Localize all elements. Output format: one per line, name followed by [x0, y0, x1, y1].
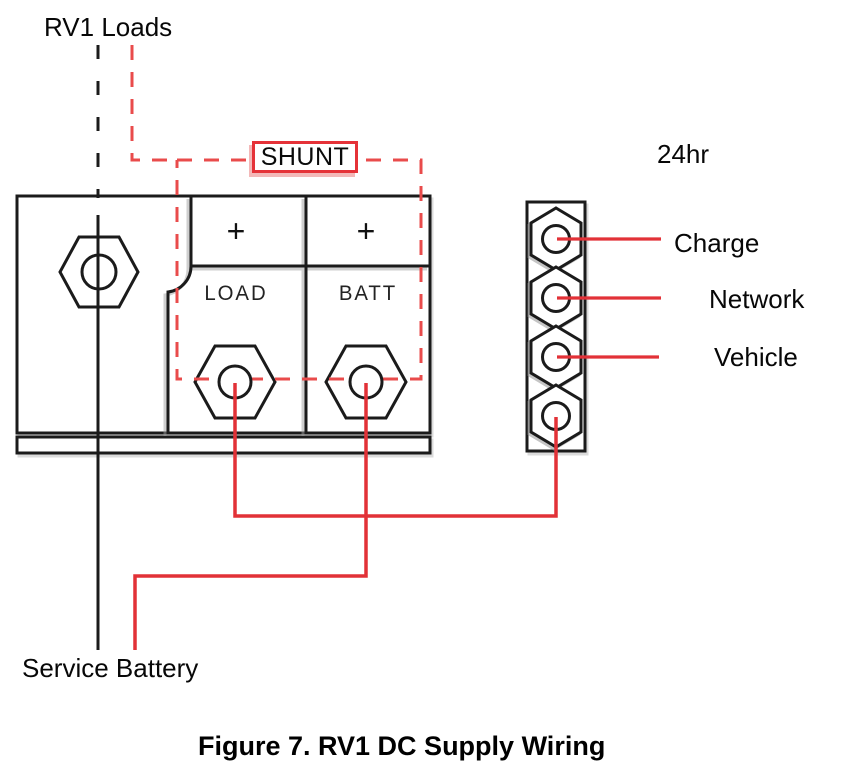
- connector-strip-nuts: [529, 206, 583, 449]
- batt-to-service-battery-red-wire: [133, 383, 368, 650]
- load-to-strip-red-wire: [233, 383, 558, 518]
- batt-plus-mark: +: [356, 213, 376, 250]
- wires: [96, 215, 661, 650]
- terminal-nut-circles: [80, 253, 384, 400]
- rv1-loads-label: RV1 Loads: [44, 12, 173, 42]
- 24hr-label: 24hr: [657, 139, 710, 169]
- shunt-base-rail: [15, 435, 432, 455]
- load-compartment-rounded-edge: [166, 265, 193, 433]
- shunt-label: SHUNT: [260, 142, 350, 171]
- batt-label: BATT: [338, 282, 398, 305]
- vehicle-label: Vehicle: [714, 342, 798, 372]
- rv1-loads-red-dashed-wire: [130, 45, 177, 162]
- terminal-hexagons: [58, 235, 408, 420]
- load-label: LOAD: [204, 282, 268, 305]
- service-battery-label: Service Battery: [22, 653, 199, 683]
- network-label: Network: [709, 284, 805, 314]
- figure-caption: Figure 7. RV1 DC Supply Wiring: [198, 731, 606, 761]
- charge-label: Charge: [674, 228, 760, 258]
- terminal-block-divisions: [166, 196, 430, 433]
- load-plus-mark: +: [226, 213, 246, 250]
- shunt-callout-box: SHUNT: [252, 141, 358, 173]
